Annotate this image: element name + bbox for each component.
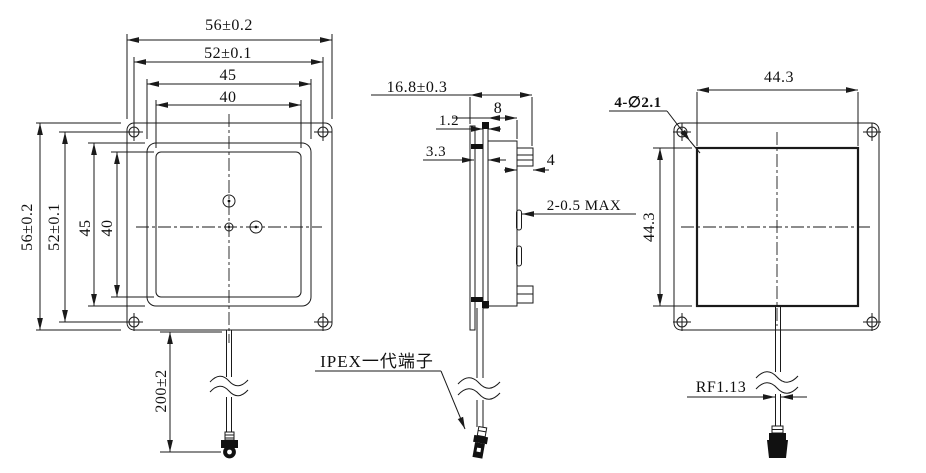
mounting-hole: [314, 313, 332, 331]
rf-cable-label: RF1.13: [696, 379, 747, 396]
dim-back-width: 44.3: [764, 69, 794, 86]
side-patch-cap-top: [482, 122, 489, 129]
dim-front-width-inner: 45: [220, 67, 237, 84]
feed-point-upper: [222, 194, 236, 208]
front-view: [125, 114, 333, 459]
feed-point-right: [249, 220, 263, 234]
hole-callout-label: 4-∅2.1: [614, 95, 661, 111]
ipex-connector: [221, 431, 238, 459]
back-view-dimensions: [609, 87, 859, 400]
front-patch-outline: [155, 151, 302, 298]
back-cable: [775, 306, 781, 426]
side-adhesive-top: [471, 144, 483, 149]
dim-side-gap: 3.3: [426, 144, 446, 160]
front-cable: [226, 330, 232, 432]
ipex-connector-back: [767, 425, 788, 458]
front-plate-outline: [126, 122, 333, 331]
side-view: [457, 122, 534, 459]
front-view-dimensions: [36, 34, 333, 453]
dim-side-boss: 2-0.5 MAX: [547, 198, 622, 214]
hole-callout-leader-tail: [689, 140, 701, 154]
back-view: [673, 122, 881, 458]
dim-front-width-patch: 40: [220, 89, 237, 106]
side-plate: [469, 125, 476, 331]
side-cable: [476, 308, 484, 427]
dim-side-total-depth: 16.8±0.3: [387, 79, 448, 96]
side-view-dimensions: [315, 92, 636, 430]
side-patch-layer: [482, 122, 489, 309]
dim-front-width-holes: 52±0.1: [204, 45, 252, 62]
side-adhesive-bottom: [471, 297, 483, 302]
dim-side-tab-depth: 4: [547, 152, 556, 169]
back-plate-outline: [673, 122, 880, 331]
side-boss-lower: [516, 245, 522, 267]
mounting-hole: [673, 313, 691, 331]
side-tab-top-lines: [517, 154, 533, 161]
cable-break-symbol: [755, 371, 801, 394]
ipex-connector-label: IPEX一代端子: [320, 352, 434, 371]
ipex-leader-line: [440, 370, 466, 430]
extension-lines-top: [126, 34, 333, 148]
side-tab-top: [516, 147, 534, 167]
dim-back-height: 44.3: [641, 212, 658, 242]
side-body: [487, 140, 518, 307]
back-extension-lines: [653, 92, 859, 307]
side-extension-lines: [371, 94, 533, 146]
dim-front-height-inner: 45: [77, 220, 94, 237]
cable-break-symbol: [457, 377, 503, 400]
dim-front-height-outer: 56±0.2: [19, 203, 36, 251]
dim-front-width-outer: 56±0.2: [205, 17, 253, 34]
extension-lines-left: [36, 122, 154, 331]
cable-break-symbol: [209, 375, 250, 397]
mounting-hole: [125, 313, 143, 331]
mounting-hole: [863, 313, 881, 331]
side-boss-upper: [516, 209, 522, 231]
center-point: [224, 222, 234, 232]
dim-front-height-holes: 52±0.1: [46, 203, 63, 251]
hole-callout-leader: [666, 110, 691, 142]
dim-side-plate-thickness: 1.2: [439, 113, 459, 129]
dim-front-height-patch: 40: [99, 220, 116, 237]
side-patch-cap-bottom: [482, 301, 489, 308]
dim-cable-length: 200±2: [153, 369, 170, 412]
mounting-hole: [863, 123, 881, 141]
ipex-connector-side: [472, 425, 489, 459]
dim-side-body-depth: 8: [494, 100, 503, 117]
